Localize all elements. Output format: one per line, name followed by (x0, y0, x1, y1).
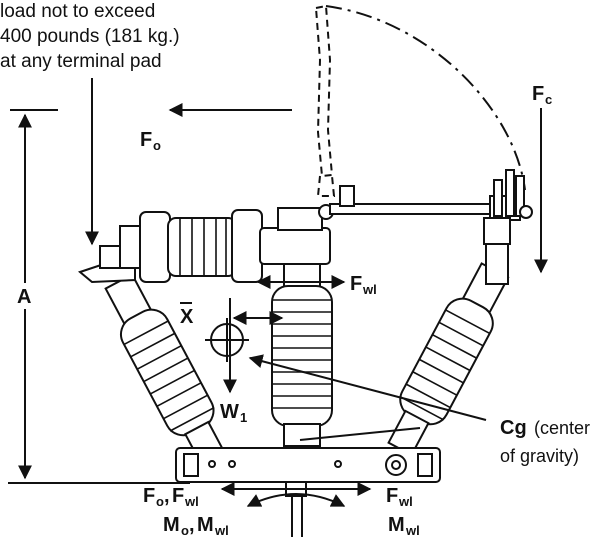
dimension-a-label: A (17, 286, 31, 308)
cg-label: Cg (500, 417, 527, 439)
force-fwl-sub: wl (362, 282, 377, 297)
base-left-f2-sub: wl (184, 494, 199, 509)
force-fo-sub: o (153, 138, 161, 153)
xbar-distance: X (180, 302, 284, 328)
moment-left-m2: M (197, 514, 214, 536)
dimension-a: A (8, 109, 190, 484)
force-fwl-top: F wl (256, 273, 377, 297)
base-right-f-sub: wl (398, 494, 413, 509)
load-note-line1: load not to exceed (0, 1, 155, 22)
load-note-line2: 400 pounds (181 kg.) (0, 26, 180, 47)
xbar-label: X (180, 306, 194, 328)
moment-left-m1: M (163, 514, 180, 536)
force-fc-label: F (532, 83, 544, 105)
left-insulator (104, 273, 227, 468)
moment-left-sep: , (189, 514, 195, 536)
right-insulator (387, 262, 510, 457)
moment-left-m2-sub: wl (214, 523, 229, 537)
base-left-f1: F (143, 485, 155, 507)
force-fc-sub: c (545, 92, 552, 107)
cg-callout: Cg (center of gravity) (248, 354, 590, 466)
closed-blade (329, 169, 533, 285)
center-insulator (271, 261, 333, 447)
load-note: load not to exceed 400 pounds (181 kg.) … (0, 1, 180, 72)
base-right-f: F (386, 485, 398, 507)
force-fo-top: F o (140, 103, 292, 153)
base-forces: F o , F wl F wl M o , M wl M wl (143, 482, 420, 537)
base-left-f1-sub: o (156, 494, 164, 509)
weight-w1-label: W (220, 401, 239, 423)
cg-desc-line1: (center (534, 418, 590, 438)
moment-right-m-sub: wl (405, 523, 420, 537)
base-frame (175, 427, 441, 537)
force-fo-label: F (140, 129, 152, 151)
moment-right-m: M (388, 514, 405, 536)
open-blade-outline (314, 4, 526, 197)
base-left-sep: , (164, 485, 170, 507)
cg-desc-line2: of gravity) (500, 446, 579, 466)
weight-w1: W 1 (220, 298, 247, 425)
force-fwl-label: F (350, 273, 362, 295)
force-fc: F c (532, 83, 552, 274)
weight-w1-sub: 1 (240, 410, 247, 425)
base-left-f2: F (172, 485, 184, 507)
moment-left-m1-sub: o (181, 523, 189, 537)
center-of-gravity-marker (205, 318, 249, 362)
load-note-line3: at any terminal pad (0, 51, 162, 72)
